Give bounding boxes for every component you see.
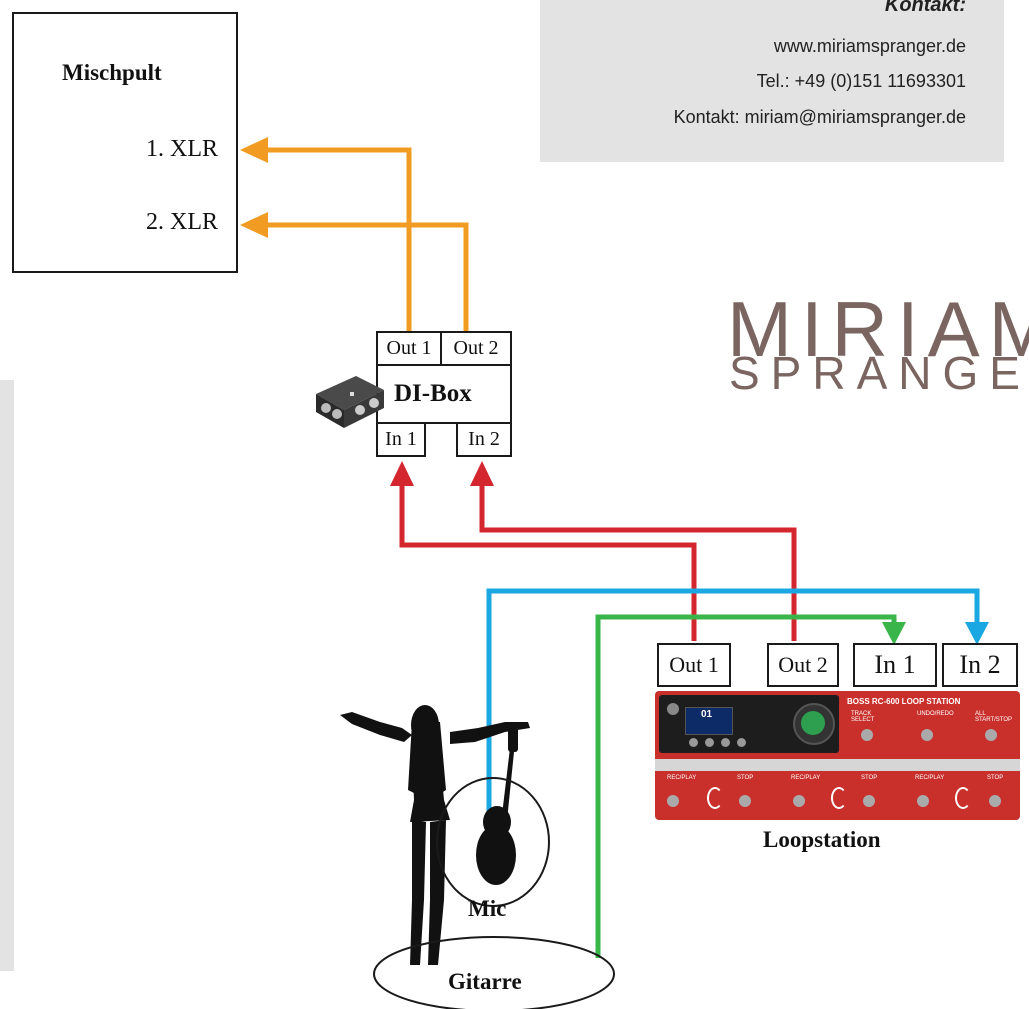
track3-stop-footswitch[interactable] [989,795,1001,807]
side-panel [0,380,14,971]
track1-stop-footswitch[interactable] [739,795,751,807]
contact-heading: Kontakt: [884,0,966,16]
loopstation-label: Loopstation [763,827,881,852]
track2-rec-play-label: REC/PLAY [791,775,821,781]
arrow-loop-in1 [882,622,906,645]
logo-line2: SPRANGER [729,347,1029,399]
loop-out2-port: Out 2 [767,643,839,687]
guitar-ellipse [373,936,615,1009]
mic-label: Mic [468,896,507,921]
undo-redo-footswitch[interactable] [921,729,933,741]
device-brand: BOSS RC-600 LOOP STATION [847,697,961,706]
cable-out1-to-xlr1 [265,147,412,332]
all-start-stop-footswitch[interactable] [985,729,997,741]
arrow-xlr1 [240,137,268,163]
performer-silhouette [340,705,530,965]
track2-stop-label: STOP [861,775,878,781]
track3-rec-footswitch[interactable] [917,795,929,807]
track1-stop-label: STOP [737,775,754,781]
di-box-device-image [316,376,384,428]
track3-stop-label: STOP [987,775,1004,781]
loop-in2-port: In 2 [942,643,1018,687]
mixer-box [12,12,238,273]
track3-rec-play-label: REC/PLAY [915,775,945,781]
undo-redo-label: UNDO/REDO [917,711,954,717]
loop-in1-port: In 1 [853,643,937,687]
arrow-di-in1 [390,461,414,486]
track-select-label: TRACK SELECT [851,711,875,723]
mixer-xlr1-label: 1. XLR [146,136,218,162]
mixer-title: Mischpult [62,60,162,85]
loop-out1-port: Out 1 [657,643,731,687]
di-box-label: DI-Box [394,380,472,407]
guitar-label: Gitarre [448,969,522,994]
lcd-display [685,707,733,735]
mixer-xlr2-label: 2. XLR [146,209,218,235]
mixer-cable-lines [265,147,469,332]
cable-loop-out2-to-di-in2 [479,478,797,641]
track2-stop-footswitch[interactable] [863,795,875,807]
arrow-loop-in2 [965,622,989,645]
track2-indicator-icon [831,787,847,809]
main-dial-icon [793,703,835,745]
device-divider [655,759,1020,771]
cable-out2-to-xlr2 [265,222,469,332]
lcd-number: 01 [701,709,713,720]
contact-phone: Tel.: +49 (0)151 11693301 [756,71,966,91]
input-level-knob-icon [667,703,679,715]
knob-4-icon [737,738,746,747]
loopstation-device: 01 BOSS RC-600 LOOP STATION TRACK SELECT… [655,691,1020,820]
track3-indicator-icon [955,787,971,809]
arrow-xlr2 [240,212,268,238]
cable-guitar-to-loop-in1 [595,614,897,958]
cable-mic-to-loop-in2 [486,588,980,845]
contact-panel: Kontakt: www.miriamspranger.de Tel.: +49… [540,0,1004,162]
track-select-footswitch[interactable] [861,729,873,741]
knob-2-icon [705,738,714,747]
di-out1-port: Out 1 [376,331,442,366]
track1-rec-play-label: REC/PLAY [667,775,697,781]
track2-rec-footswitch[interactable] [793,795,805,807]
knob-1-icon [689,738,698,747]
di-in1-port: In 1 [376,422,426,457]
mic-circle [436,777,550,907]
arrow-di-in2 [470,461,494,486]
logo-line1: MIRIAM [727,285,1029,373]
di-in2-port: In 2 [456,422,512,457]
track1-rec-footswitch[interactable] [667,795,679,807]
contact-website[interactable]: www.miriamspranger.de [773,36,966,56]
knob-3-icon [721,738,730,747]
all-start-stop-label: ALL START/STOP [975,711,1013,723]
di-out2-port: Out 2 [440,331,512,366]
dial-ring-led [801,711,825,735]
track1-indicator-icon [707,787,723,809]
contact-email[interactable]: Kontakt: miriam@miriamspranger.de [673,107,966,127]
